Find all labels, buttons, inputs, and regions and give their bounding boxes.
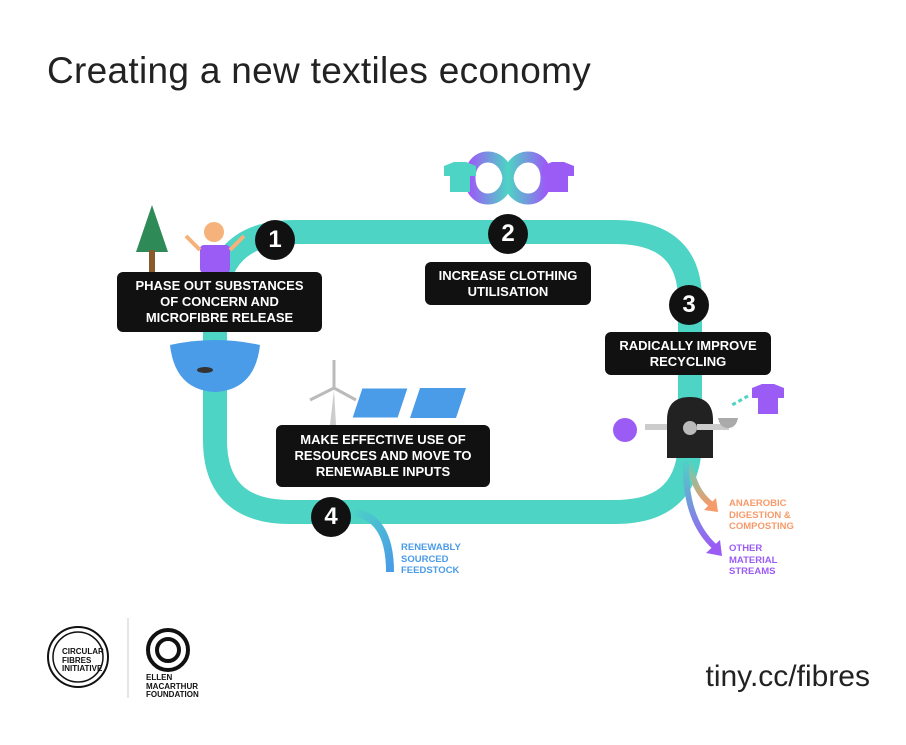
label-line: OF CONCERN AND [160, 294, 279, 309]
other-streams-label: OTHER MATERIAL STREAMS [729, 543, 777, 578]
step-2-label: INCREASE CLOTHING UTILISATION [425, 262, 591, 305]
label-line: PHASE OUT SUBSTANCES [135, 278, 304, 293]
label-line: ANAEROBIC [729, 498, 787, 509]
page-title: Creating a new textiles economy [47, 50, 592, 91]
wind-turbine-icon [309, 360, 357, 425]
person-icon [184, 222, 246, 273]
label-line: RENEWABLE INPUTS [315, 464, 451, 479]
label-line: MATERIAL [729, 554, 778, 566]
label-line: DIGESTION & [729, 509, 791, 521]
anaerobic-label: ANAEROBIC DIGESTION & COMPOSTING [729, 498, 794, 533]
emf-logo [146, 628, 190, 672]
label-line: RESOURCES AND MOVE TO [294, 448, 472, 463]
label-line: MICROFIBRE RELEASE [145, 310, 294, 325]
yarn-ball-icon [613, 418, 637, 442]
label-line: CIRCULAR [62, 647, 104, 656]
solar-panel-icon [351, 387, 466, 419]
tshirt-purple-icon [542, 162, 574, 192]
other-streams-arrow [682, 459, 719, 551]
label-line: UTILISATION [467, 283, 549, 299]
label-line: RECYCLING [649, 353, 727, 369]
water-bowl-icon [170, 340, 260, 392]
renewable-flow [349, 508, 394, 573]
step-4-number: 4 [311, 497, 351, 537]
url-link[interactable]: tiny.cc/fibres [705, 660, 871, 693]
label-line: RENEWABLY [401, 542, 461, 553]
label-line: INITIATIVE [62, 664, 103, 673]
tshirt-recycle-icon [752, 384, 784, 414]
label-line: MAKE EFFECTIVE USE OF [300, 432, 466, 447]
label-line: MACARTHUR [146, 681, 198, 691]
cfi-logo [47, 626, 109, 688]
anaerobic-arrow [687, 459, 714, 508]
step-3-label: RADICALLY IMPROVE RECYCLING [605, 332, 771, 375]
label-line: COMPOSTING [729, 521, 794, 532]
step-2-number: 2 [488, 214, 528, 254]
label-line: FIBRES [62, 655, 92, 665]
tree-icon [136, 205, 168, 272]
label-line: FEEDSTOCK [401, 565, 460, 576]
label-line: SOURCED [401, 553, 449, 565]
step-1-number: 1 [255, 220, 295, 260]
cfi-logo-text: CIRCULAR FIBRES INITIATIVE [62, 647, 104, 674]
funnel-icon [718, 418, 738, 428]
label-line: STREAMS [729, 566, 776, 577]
step-4-label: MAKE EFFECTIVE USE OF RESOURCES AND MOVE… [276, 425, 490, 487]
fish-icon [197, 367, 213, 373]
tshirt-teal-icon [444, 162, 476, 192]
label-line: ELLEN [146, 673, 173, 682]
emf-logo-text: ELLEN MACARTHUR FOUNDATION [146, 673, 199, 700]
label-line: INCREASE CLOTHING [438, 267, 578, 283]
step-1-label: PHASE OUT SUBSTANCES OF CONCERN AND MICR… [117, 272, 322, 332]
label-line: OTHER [729, 543, 763, 554]
renewable-feedstock-label: RENEWABLY SOURCED FEEDSTOCK [401, 542, 461, 577]
infinity-icon [464, 151, 552, 205]
step-3-number: 3 [669, 285, 709, 325]
label-line: RADICALLY IMPROVE [619, 337, 757, 353]
label-line: FOUNDATION [146, 690, 199, 699]
